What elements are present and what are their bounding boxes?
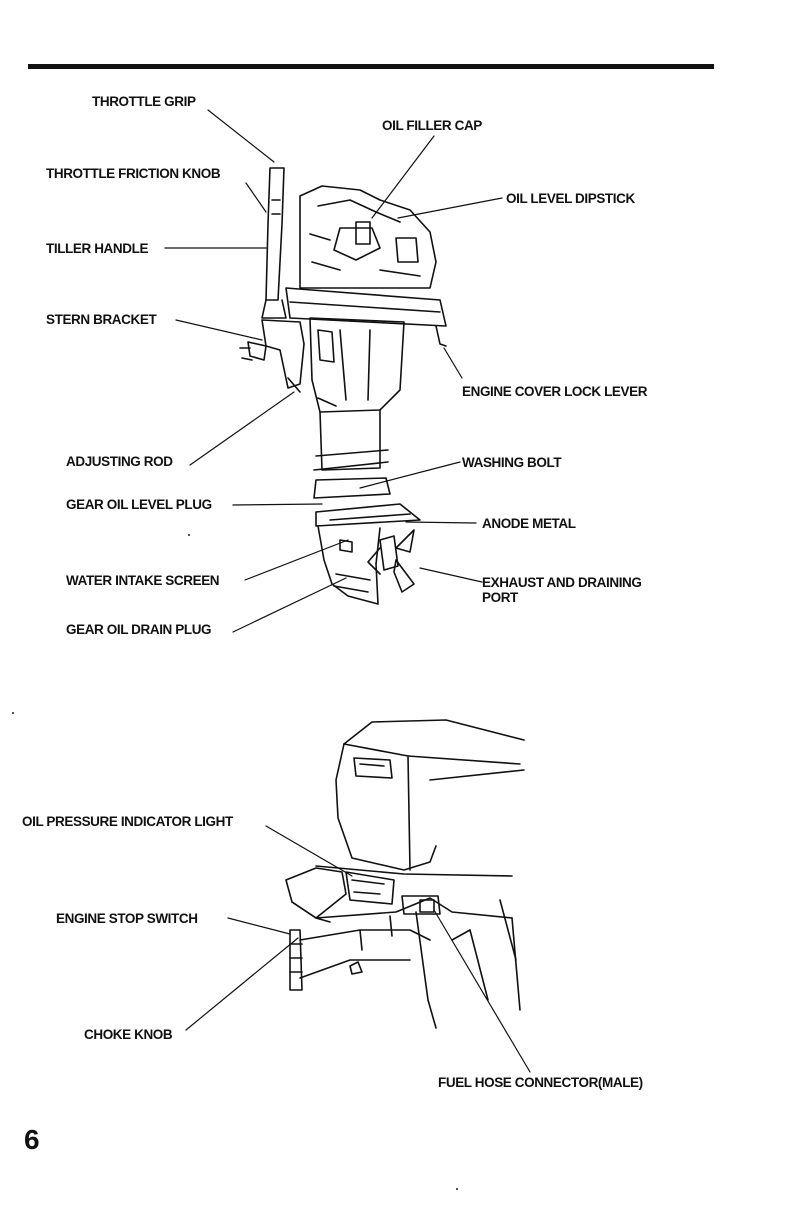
label-anode-metal: ANODE METAL [482, 516, 576, 531]
label-oil-level-dipstick: OIL LEVEL DIPSTICK [506, 191, 635, 206]
label-water-intake-screen: WATER INTAKE SCREEN [66, 573, 220, 588]
control-panel-closeup [285, 719, 525, 1029]
label-oil-pressure-indicator-light: OIL PRESSURE INDICATOR LIGHT [22, 814, 233, 829]
label-gear-oil-level-plug: GEAR OIL LEVEL PLUG [66, 497, 212, 512]
scan-speck [456, 1188, 458, 1190]
label-throttle-grip: THROTTLE GRIP [92, 94, 196, 109]
label-exhaust-line1: EXHAUST AND DRAINING [482, 575, 642, 590]
label-throttle-friction-knob: THROTTLE FRICTION KNOB [46, 166, 221, 181]
page-number: 6 [24, 1124, 40, 1155]
label-engine-stop-switch: ENGINE STOP SWITCH [56, 911, 198, 926]
label-exhaust-and-draining-port: EXHAUST AND DRAINING PORT [482, 575, 642, 605]
top-leader-lines [164, 109, 503, 633]
label-fuel-hose-connector: FUEL HOSE CONNECTOR(MALE) [438, 1075, 643, 1090]
label-oil-filler-cap: OIL FILLER CAP [382, 118, 482, 133]
label-exhaust-line2: PORT [482, 590, 518, 605]
label-engine-cover-lock-lever: ENGINE COVER LOCK LEVER [462, 384, 648, 399]
label-tiller-handle: TILLER HANDLE [46, 241, 149, 256]
bottom-leader-lines [185, 825, 531, 1073]
header-rule [28, 64, 714, 69]
label-adjusting-rod: ADJUSTING ROD [66, 454, 173, 469]
label-choke-knob: CHOKE KNOB [84, 1027, 173, 1042]
label-washing-bolt: WASHING BOLT [462, 455, 562, 470]
scan-speck [188, 534, 190, 536]
scan-speck [12, 712, 14, 714]
label-gear-oil-drain-plug: GEAR OIL DRAIN PLUG [66, 622, 212, 637]
outboard-side-view [239, 167, 447, 605]
label-stern-bracket: STERN BRACKET [46, 312, 157, 327]
